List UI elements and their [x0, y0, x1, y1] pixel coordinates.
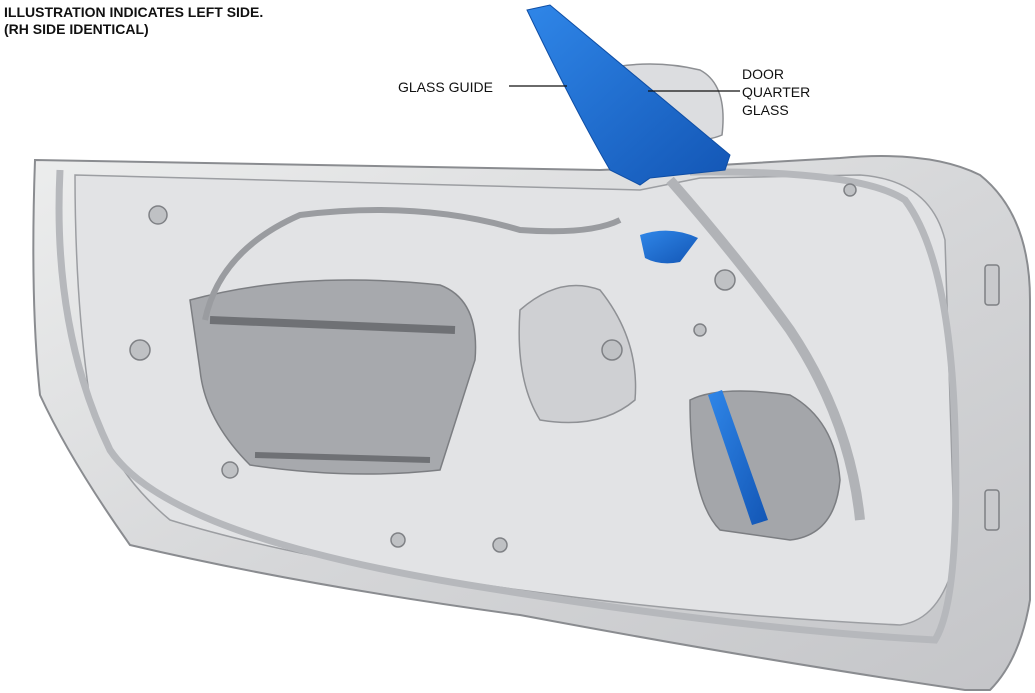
- note-line-2: (RH SIDE IDENTICAL): [4, 21, 149, 37]
- glass-guide-upper: [640, 230, 698, 264]
- illustration-note: ILLUSTRATION INDICATES LEFT SIDE. (RH SI…: [4, 4, 263, 38]
- door-quarter-glass-label-line-3: GLASS: [742, 102, 789, 118]
- door-quarter-glass-label-line-2: QUARTER: [742, 84, 811, 100]
- door-quarter-glass-label: DOOR QUARTER GLASS: [742, 65, 810, 119]
- hinges: [984, 264, 1000, 531]
- cable: [202, 207, 622, 321]
- door-quarter-glass-label-line-1: DOOR: [742, 66, 784, 82]
- center-module: [518, 284, 637, 424]
- glass-guide-strip: [708, 390, 768, 525]
- glass-guide-label: GLASS GUIDE: [398, 79, 493, 95]
- mounting-holes: [129, 183, 857, 553]
- latch-rod: [666, 176, 865, 521]
- access-opening-left: [189, 279, 477, 475]
- door-quarter-glass: [526, 4, 731, 186]
- weatherstrip: [55, 168, 960, 644]
- note-line-1: ILLUSTRATION INDICATES LEFT SIDE.: [4, 4, 264, 20]
